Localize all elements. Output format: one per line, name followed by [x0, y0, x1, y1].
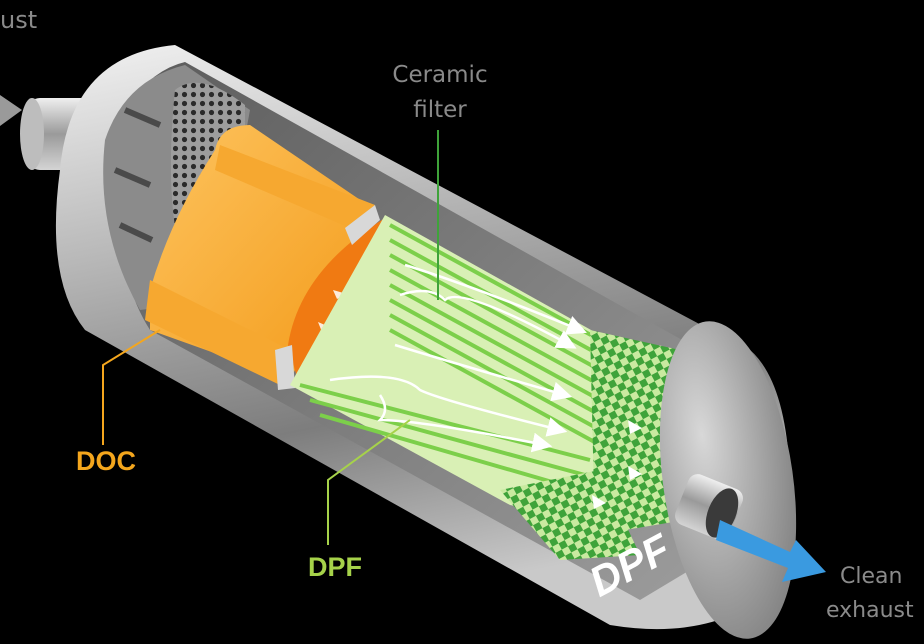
clean-exhaust-label-line2: exhaust: [826, 598, 914, 623]
clean-exhaust-arrow: [716, 520, 826, 582]
doc-label: DOC: [76, 446, 136, 476]
ceramic-filter-label-line2: filter: [413, 97, 467, 123]
dpf-side-label: DPF: [308, 552, 362, 582]
leader-lines: [102, 130, 439, 545]
clean-exhaust-label-line1: Clean: [840, 564, 902, 589]
ceramic-filter-label-line1: Ceramic: [392, 62, 487, 88]
end-cap: [659, 321, 797, 639]
exhaust-in-label: ust: [0, 6, 37, 34]
dpf-filter: [290, 215, 685, 560]
